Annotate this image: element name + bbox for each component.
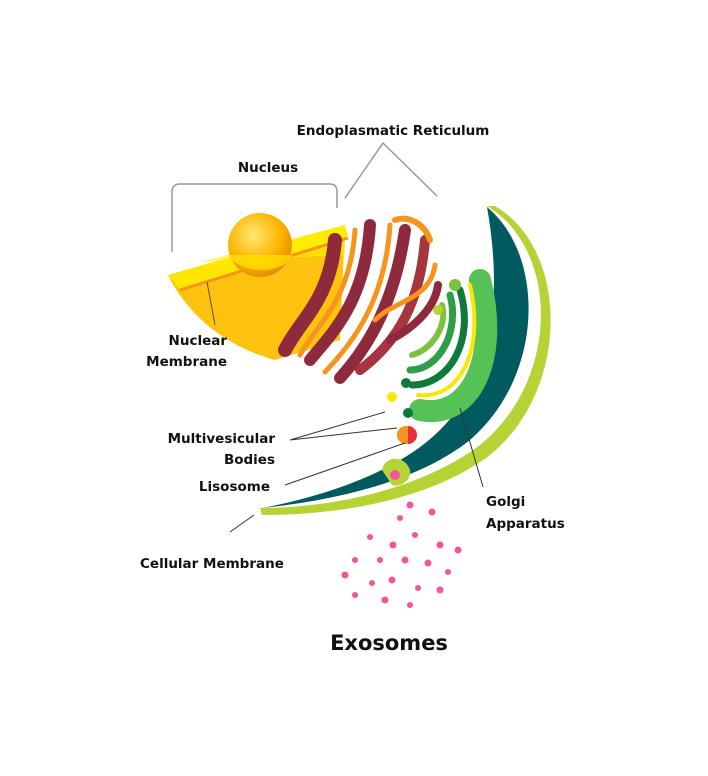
label-lisosome: Lisosome <box>199 479 270 495</box>
endoplasmic-reticulum <box>278 215 442 384</box>
label-endoplasmatic-reticulum: Endoplasmatic Reticulum <box>297 123 490 139</box>
exosomes-dots <box>341 501 462 608</box>
label-nuclear-membrane-line2: Membrane <box>146 354 227 370</box>
label-nuclear-membrane-line1: Nuclear <box>169 333 228 349</box>
golgi-apparatus <box>387 269 498 423</box>
cell-membrane <box>260 206 551 515</box>
label-golgi-line2: Apparatus <box>486 516 565 532</box>
label-nucleus: Nucleus <box>238 160 298 176</box>
label-multivesicular-line1: Multivesicular <box>168 431 276 447</box>
label-leaders <box>171 141 484 533</box>
nucleus-brace <box>171 183 338 252</box>
label-cellular-membrane: Cellular Membrane <box>140 556 284 572</box>
lysosome <box>397 426 417 444</box>
label-exosomes: Exosomes <box>330 631 448 655</box>
label-multivesicular-line2: Bodies <box>224 452 275 468</box>
er-bracket <box>344 141 438 199</box>
label-golgi-line1: Golgi <box>486 494 525 510</box>
